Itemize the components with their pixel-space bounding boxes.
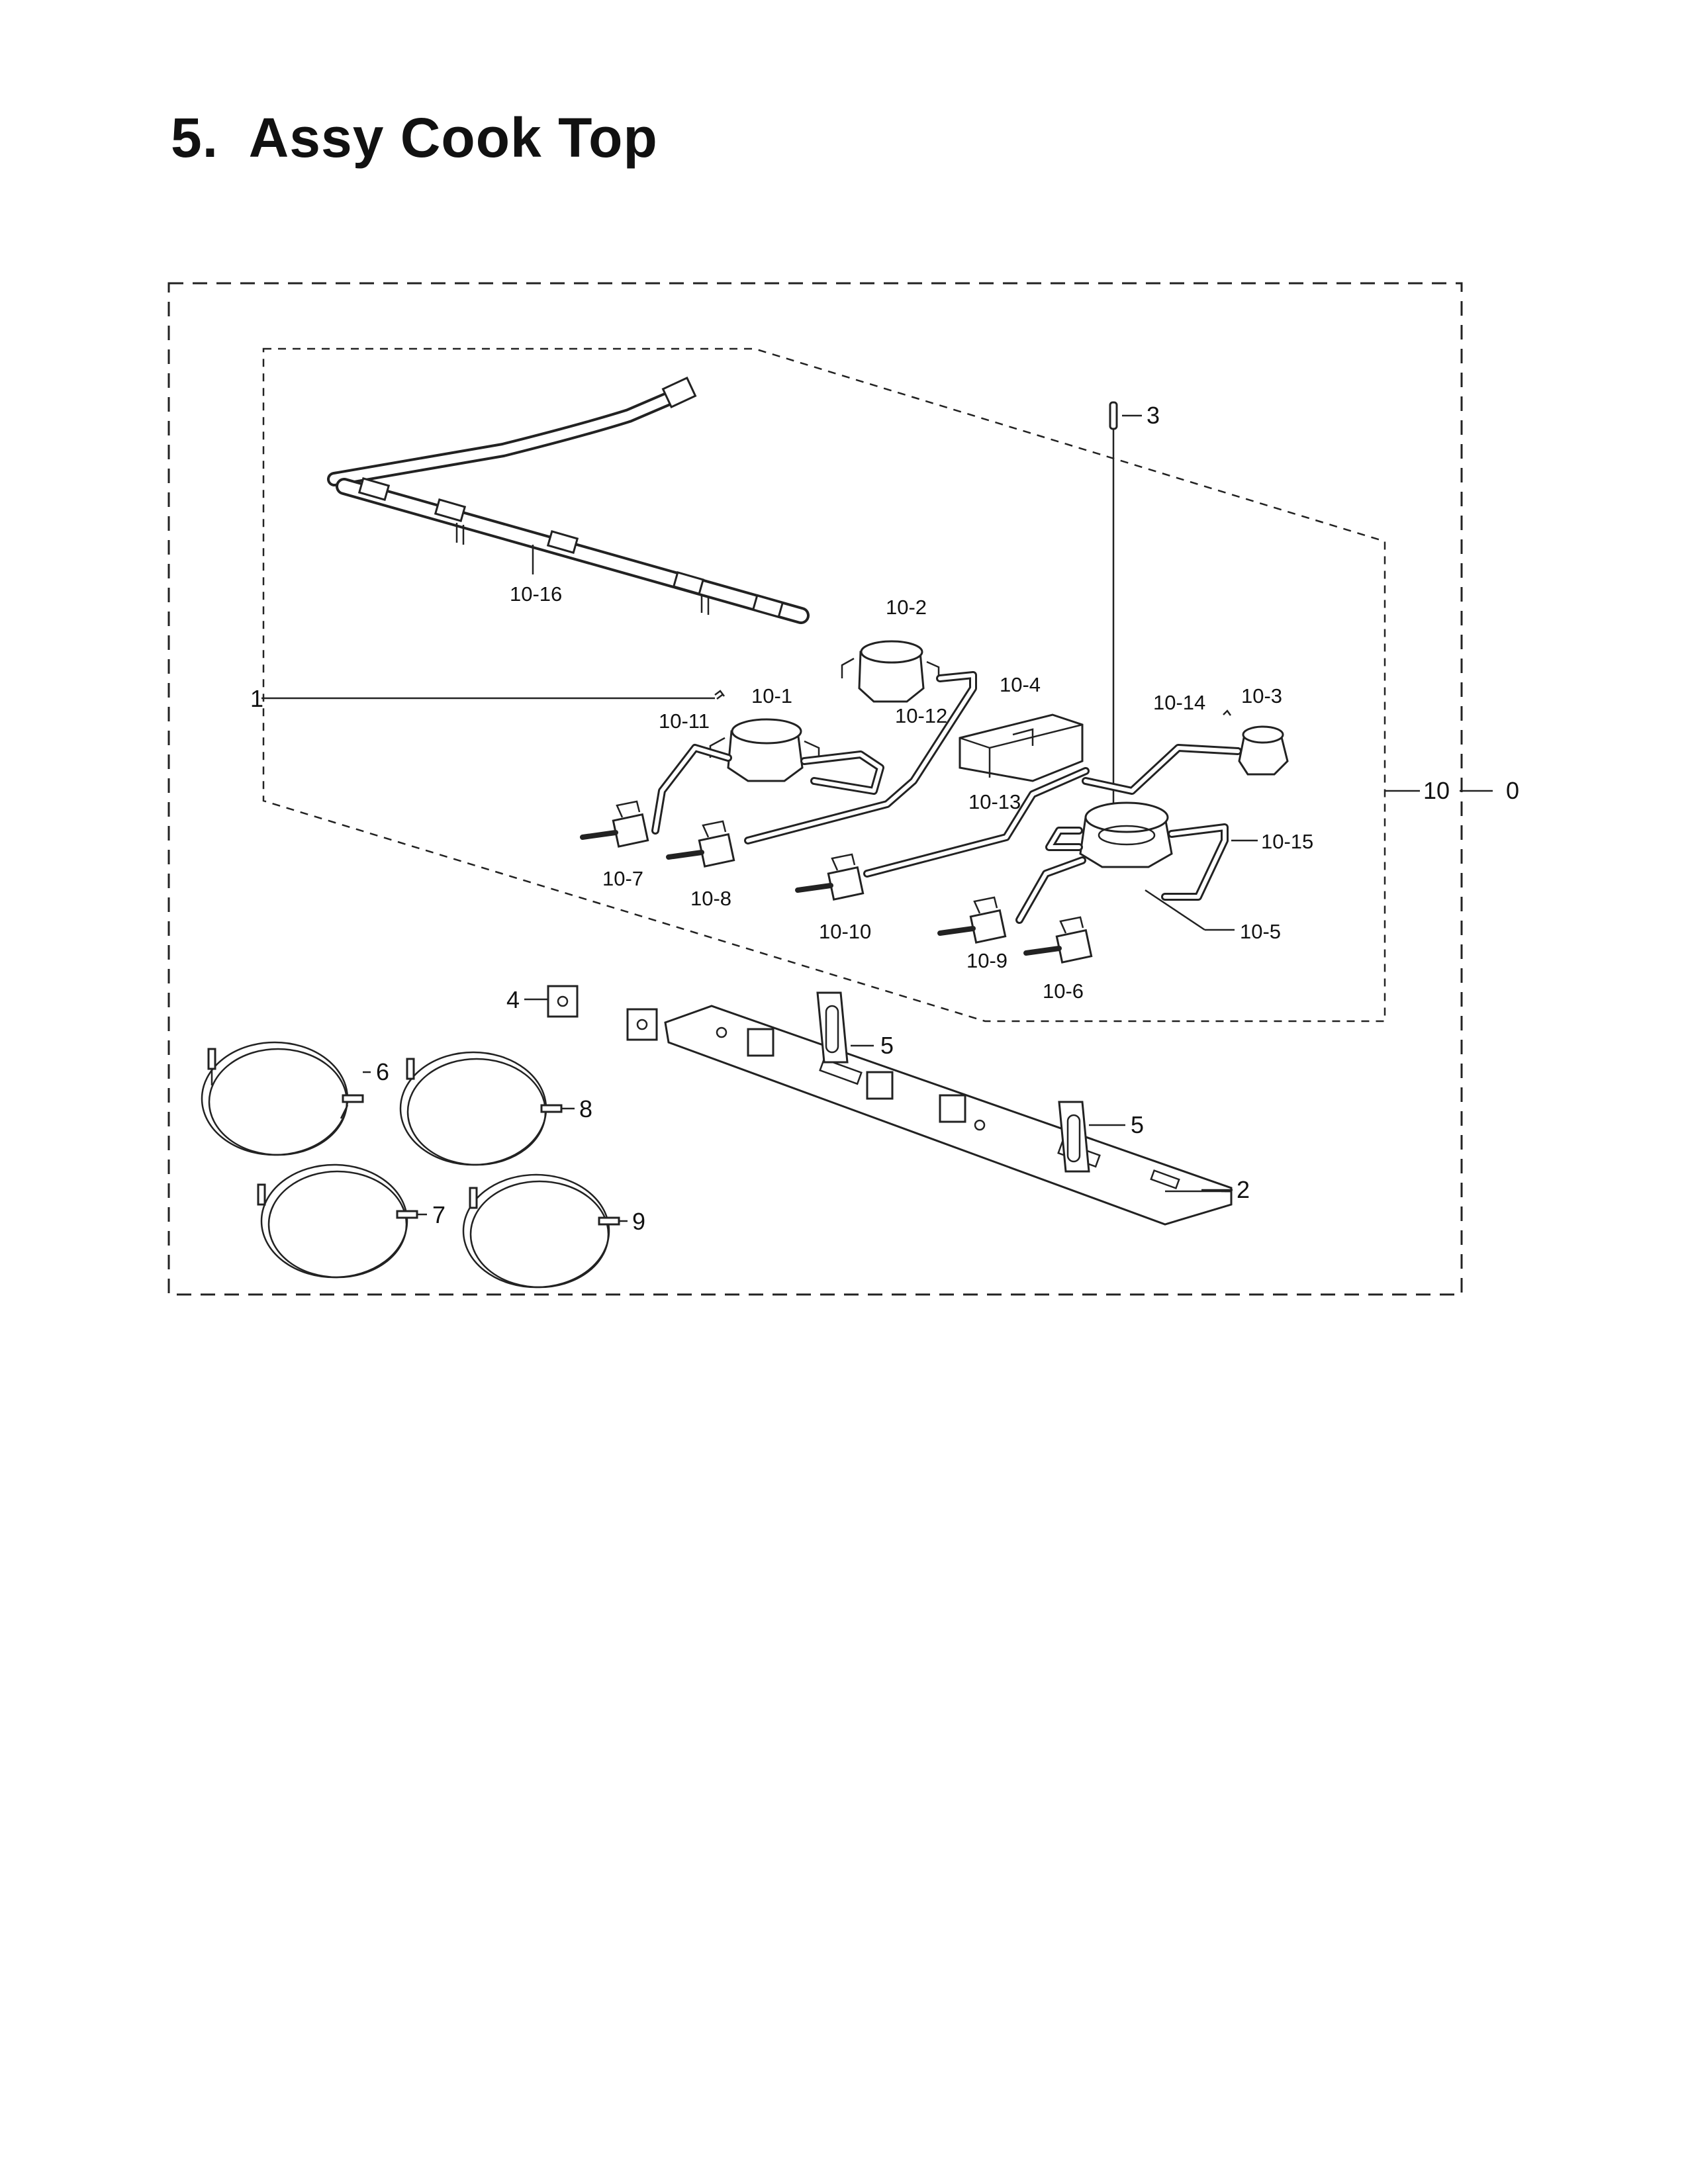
label-5b: 5 — [1131, 1111, 1144, 1138]
manifold-pipe — [327, 376, 810, 624]
label-10-10: 10-10 — [819, 920, 871, 943]
label-2: 2 — [1237, 1176, 1250, 1203]
label-10-15: 10-15 — [1261, 830, 1313, 853]
label-10-14: 10-14 — [1153, 691, 1205, 714]
callout-labels: 0 1 2 3 4 5 5 6 7 8 9 10 10-1 10-2 10-3 … — [250, 402, 1519, 1235]
label-10-2: 10-2 — [886, 596, 927, 619]
page-title: 5. Assy Cook Top — [171, 107, 658, 169]
burner-head-10-5 — [1079, 801, 1173, 868]
valve-10-10 — [795, 853, 865, 901]
gas-tubes — [651, 671, 1242, 924]
thermocouple-wire-8 — [399, 1051, 563, 1166]
label-6: 6 — [376, 1058, 389, 1085]
thermocouple-wire-7 — [257, 1163, 418, 1279]
label-3: 3 — [1147, 402, 1160, 429]
label-10: 10 — [1423, 777, 1450, 804]
burner-head-10-3 — [1223, 709, 1289, 776]
label-10-3: 10-3 — [1241, 684, 1282, 707]
igniter-switch — [547, 985, 658, 1041]
label-9: 9 — [632, 1208, 645, 1235]
burner-base-10-4 — [959, 713, 1084, 782]
label-10-1: 10-1 — [751, 684, 792, 707]
label-10-6: 10-6 — [1043, 979, 1084, 1003]
label-1: 1 — [250, 685, 263, 712]
label-10-7: 10-7 — [602, 867, 643, 890]
label-10-5: 10-5 — [1240, 920, 1281, 943]
valve-10-8 — [666, 820, 735, 868]
label-0: 0 — [1506, 777, 1519, 804]
upright-bracket — [816, 991, 1090, 1173]
label-10-16: 10-16 — [510, 582, 562, 606]
label-10-8: 10-8 — [690, 887, 731, 910]
assembly-frame-inner — [262, 347, 1386, 1023]
burner-head-10-1 — [709, 718, 820, 782]
valve-10-6 — [1023, 916, 1093, 964]
small-screw — [714, 690, 725, 700]
label-5a: 5 — [880, 1032, 894, 1059]
label-10-4: 10-4 — [1000, 673, 1041, 696]
label-10-13: 10-13 — [968, 790, 1021, 813]
label-7: 7 — [432, 1201, 445, 1228]
leader-lines — [261, 414, 1493, 1222]
thermocouple-wire-9 — [462, 1173, 620, 1289]
label-8: 8 — [579, 1095, 592, 1122]
bracket-switches — [747, 1028, 966, 1123]
burner-head-10-2 — [841, 640, 940, 703]
label-10-11: 10-11 — [659, 709, 710, 733]
label-4: 4 — [506, 986, 520, 1013]
valve-10-9 — [937, 896, 1007, 944]
spark-electrode — [1109, 401, 1118, 827]
valve-10-7 — [580, 800, 649, 848]
label-10-12: 10-12 — [895, 704, 947, 727]
thermocouple-wire-6 — [201, 1041, 364, 1156]
label-10-9: 10-9 — [966, 949, 1008, 972]
assembly-frame-outer — [167, 282, 1463, 1296]
